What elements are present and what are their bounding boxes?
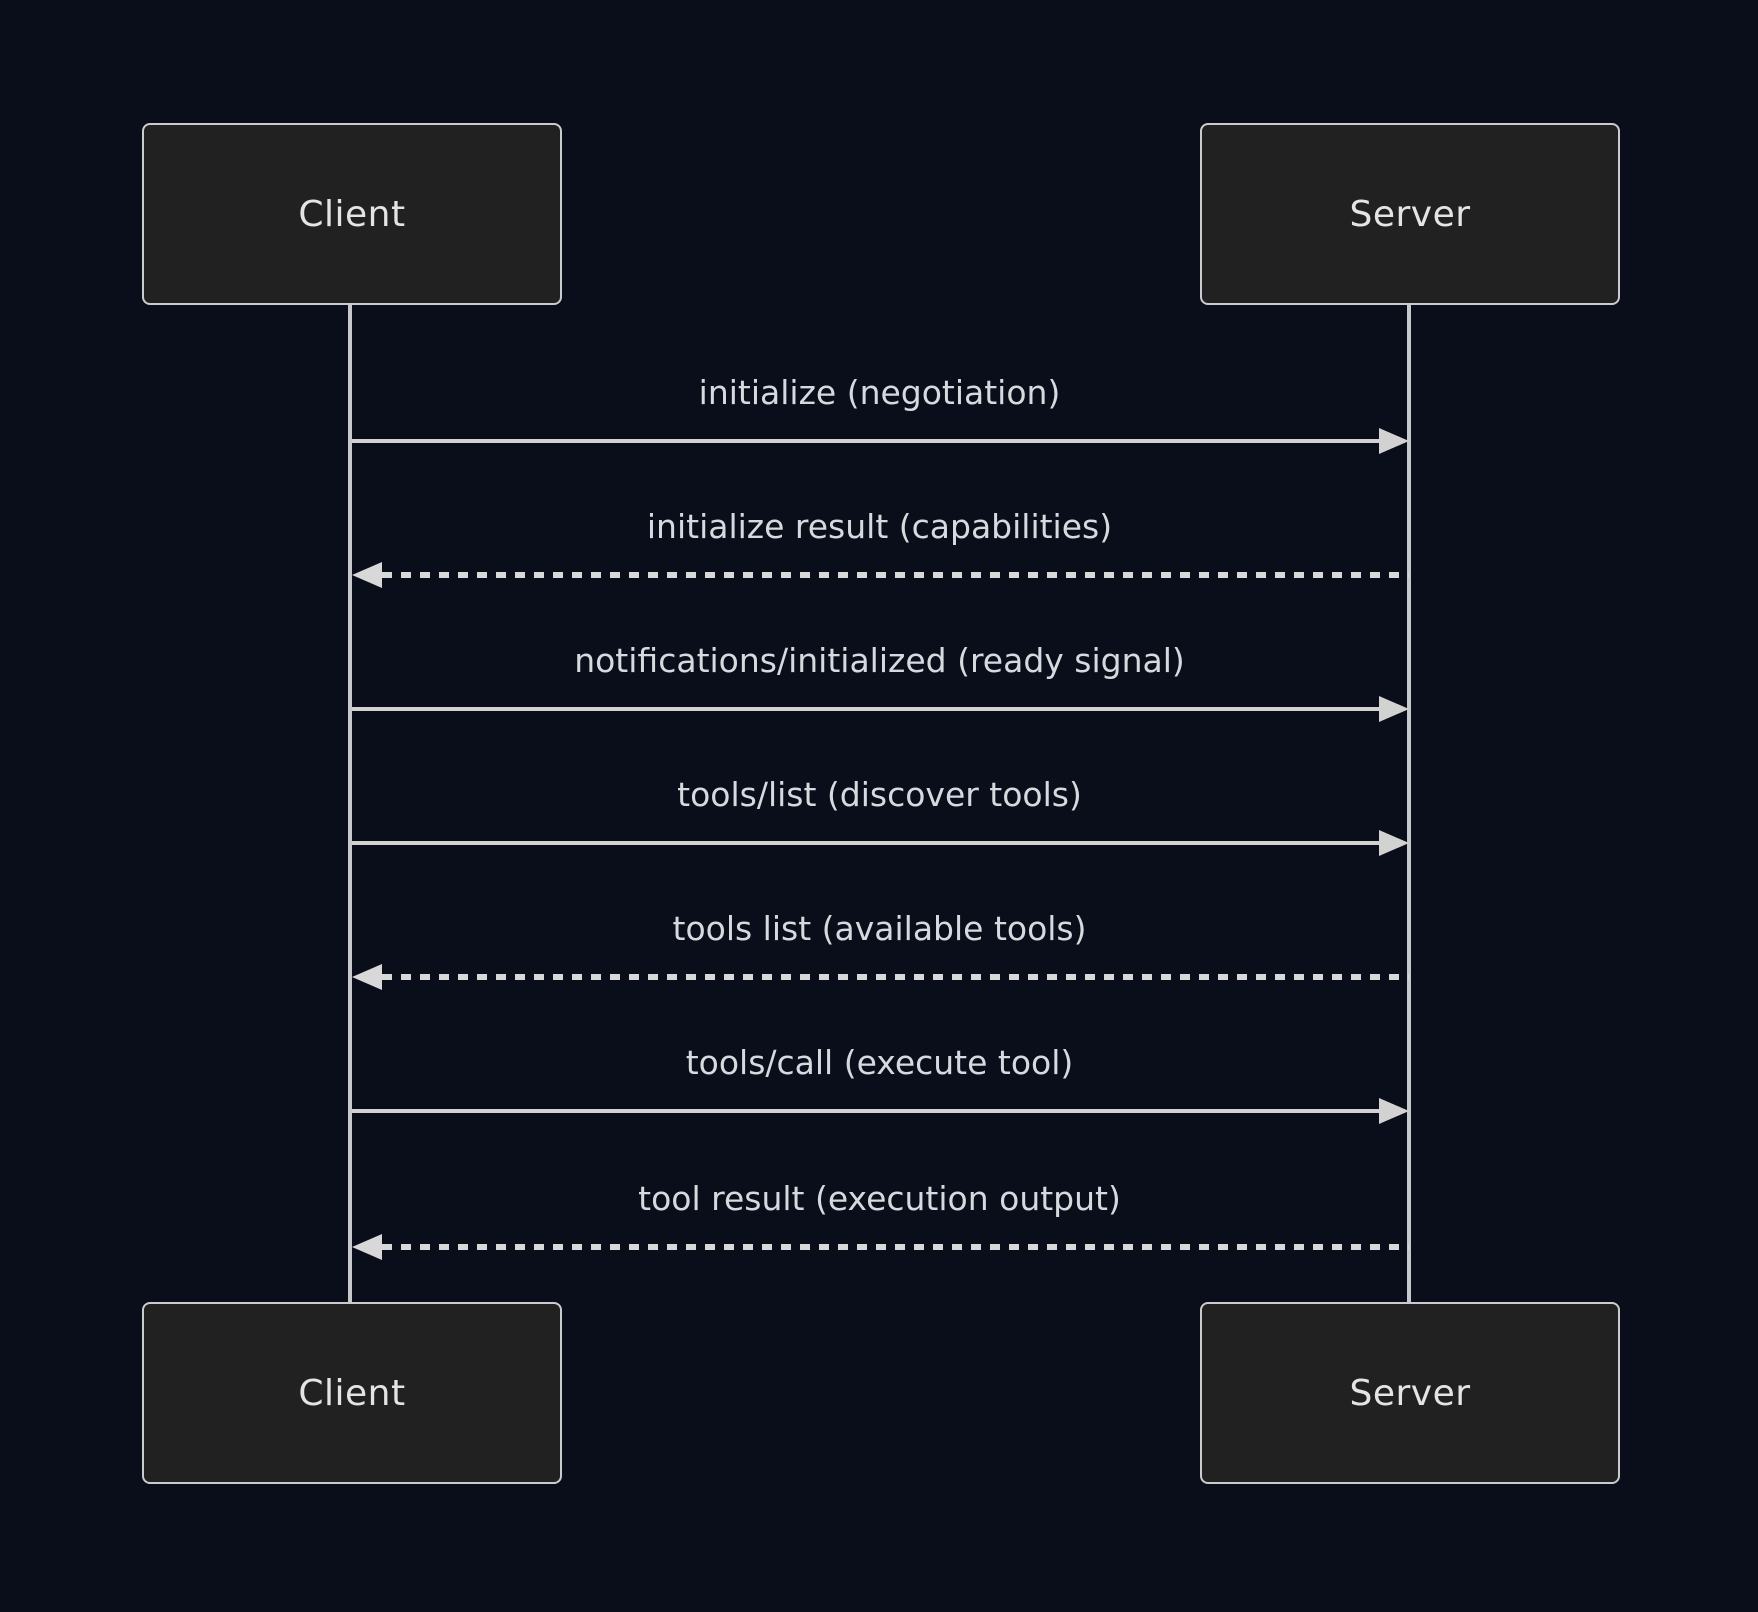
message-label-tools-list-request: tools/list (discover tools)	[677, 775, 1082, 814]
message-arrow-notifications-initialized	[352, 695, 1409, 723]
arrowhead-left-icon	[352, 964, 382, 990]
arrowhead-right-icon	[1379, 830, 1409, 856]
message-arrow-tool-result	[352, 1233, 1409, 1261]
arrow-shaft	[352, 439, 1379, 443]
client-actor-box-top: Client	[142, 123, 562, 305]
message-label-tool-result: tool result (execution output)	[638, 1179, 1121, 1218]
arrowhead-left-icon	[352, 562, 382, 588]
message-label-initialize: initialize (negotiation)	[698, 373, 1061, 412]
arrow-shaft	[352, 707, 1379, 711]
message-label-notifications-initialized: notifications/initialized (ready signal)	[574, 641, 1185, 680]
arrow-shaft	[352, 841, 1379, 845]
client-actor-box-bottom: Client	[142, 1302, 562, 1484]
server-actor-box-bottom: Server	[1200, 1302, 1620, 1484]
message-arrow-tools-call	[352, 1097, 1409, 1125]
message-arrow-initialize-result	[352, 561, 1409, 589]
message-label-initialize-result: initialize result (capabilities)	[646, 507, 1113, 546]
client-actor-label: Client	[298, 1372, 406, 1414]
message-arrow-tools-list-request	[352, 829, 1409, 857]
message-label-tools-list-response: tools list (available tools)	[672, 909, 1087, 948]
client-actor-label: Client	[298, 193, 406, 235]
message-arrow-tools-list-response	[352, 963, 1409, 991]
arrow-shaft	[382, 572, 1409, 578]
arrowhead-right-icon	[1379, 1098, 1409, 1124]
arrow-shaft	[352, 1109, 1379, 1113]
arrowhead-left-icon	[352, 1234, 382, 1260]
server-lifeline	[1407, 305, 1411, 1304]
message-label-tools-call: tools/call (execute tool)	[685, 1043, 1074, 1082]
server-actor-box-top: Server	[1200, 123, 1620, 305]
message-arrow-initialize	[352, 427, 1409, 455]
arrowhead-right-icon	[1379, 428, 1409, 454]
server-actor-label: Server	[1349, 1372, 1471, 1414]
server-actor-label: Server	[1349, 193, 1471, 235]
arrow-shaft	[382, 1244, 1409, 1250]
arrow-shaft	[382, 974, 1409, 980]
client-lifeline	[348, 305, 352, 1304]
arrowhead-right-icon	[1379, 696, 1409, 722]
